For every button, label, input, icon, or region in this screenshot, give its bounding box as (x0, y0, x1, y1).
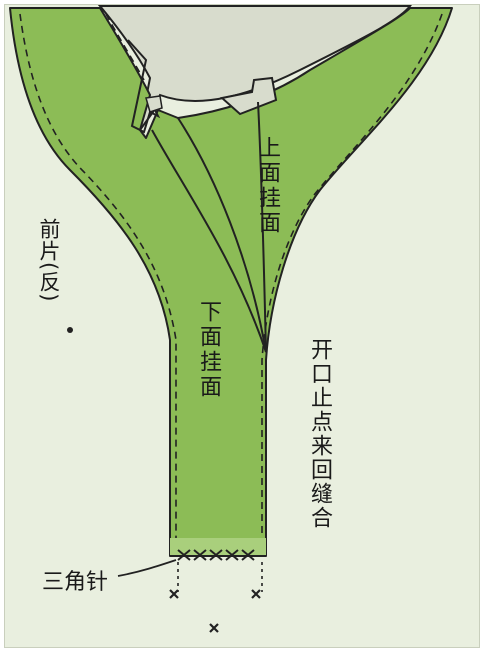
stitch-line-right (261, 13, 443, 548)
opening-note-label: 开口止点来回缝合 (307, 338, 332, 530)
marker-dot (67, 327, 73, 333)
front-piece-shape (9, 7, 453, 557)
collar-notch-lining (145, 95, 163, 113)
lower-facing-label: 下面挂面 (196, 300, 221, 400)
lower-facing-edge (151, 129, 267, 353)
upper-facing-right-edge (257, 101, 267, 353)
x-marks (169, 589, 261, 633)
hem-band (170, 538, 266, 556)
neckline-tab (219, 76, 278, 116)
stitch-line-left (19, 13, 177, 548)
catch-stitch (177, 549, 255, 561)
catch-stitch-label: 三角针 (42, 570, 109, 595)
upper-facing-edge (177, 117, 267, 353)
upper-facing-label: 上面挂面 (255, 136, 280, 236)
catch-stitch-leader (117, 559, 177, 577)
stitch-line-neck (105, 13, 145, 81)
front-piece-label: 前片(反) (37, 218, 61, 303)
